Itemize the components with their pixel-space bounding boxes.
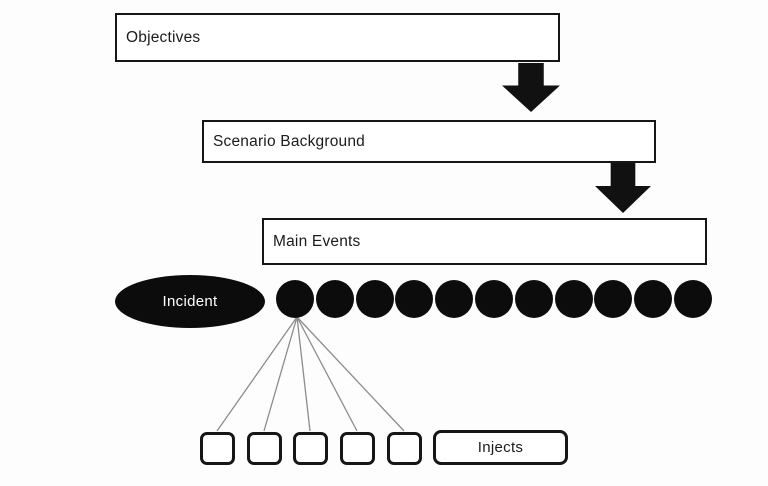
down-arrow-icon-2 bbox=[595, 163, 651, 213]
fan-line bbox=[216, 316, 298, 432]
scenario-background-box: Scenario Background bbox=[202, 120, 656, 163]
inject-square bbox=[387, 432, 422, 465]
fan-line bbox=[263, 316, 298, 432]
event-dot bbox=[315, 280, 354, 318]
inject-square bbox=[200, 432, 235, 465]
event-dot bbox=[395, 280, 434, 318]
inject-square bbox=[247, 432, 282, 465]
incident-label: Incident bbox=[162, 293, 218, 310]
scenario-background-label: Scenario Background bbox=[213, 132, 366, 150]
main-events-label: Main Events bbox=[273, 232, 361, 250]
event-dot bbox=[475, 280, 513, 318]
event-dot bbox=[435, 280, 474, 318]
event-dot bbox=[276, 280, 314, 318]
fan-line bbox=[296, 316, 311, 432]
event-dot bbox=[514, 280, 553, 318]
main-events-box: Main Events bbox=[262, 218, 707, 265]
inject-square bbox=[340, 432, 375, 465]
injects-label: Injects bbox=[477, 439, 524, 456]
event-dot bbox=[594, 280, 633, 318]
objectives-box: Objectives bbox=[115, 13, 560, 62]
down-arrow-icon-1 bbox=[502, 63, 560, 112]
inject-square bbox=[293, 432, 328, 465]
fan-line bbox=[296, 316, 358, 432]
incident-ellipse: Incident bbox=[115, 275, 265, 328]
fan-line bbox=[296, 316, 405, 432]
event-dot bbox=[674, 280, 712, 318]
event-dot bbox=[355, 280, 394, 318]
injects-box: Injects bbox=[433, 430, 568, 465]
event-dot bbox=[634, 280, 673, 318]
event-dot bbox=[554, 280, 593, 318]
objectives-label: Objectives bbox=[126, 28, 201, 46]
